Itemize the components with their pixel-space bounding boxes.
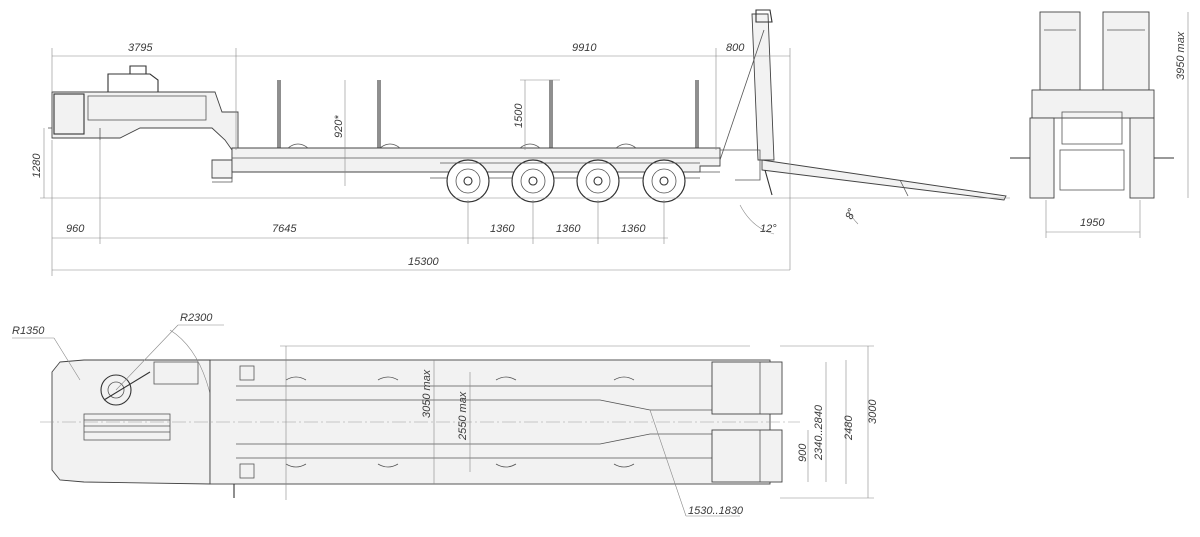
dim-3795: 3795	[128, 42, 153, 54]
dim-2480: 2480	[843, 415, 855, 441]
side-view-dimensions: 3795 9910 800 1280 920* 1500 960 7645 13…	[31, 42, 1010, 276]
gooseneck	[48, 65, 239, 179]
rear-ramp	[719, 9, 1007, 201]
dim-r1350: R1350	[12, 325, 45, 337]
dim-1360-c: 1360	[621, 223, 646, 235]
dim-3050-max: 3050 max	[421, 369, 433, 418]
axle-group	[440, 159, 700, 203]
dim-r2300: R2300	[180, 312, 213, 324]
side-view: 3795 9910 800 1280 920* 1500 960 7645 13…	[31, 9, 1010, 276]
top-view-dimensions: R1350 R2300 3050 max 2550 max 900 2340..…	[12, 312, 879, 517]
dim-2340-2840: 2340..2840	[813, 404, 825, 461]
deck-fittings	[239, 365, 635, 479]
dim-15300: 15300	[408, 256, 439, 268]
dim-3000: 3000	[867, 399, 879, 424]
dim-1280: 1280	[31, 153, 43, 178]
rear-view-dimensions: 3950 max 1950	[1045, 12, 1189, 238]
dim-800: 800	[726, 42, 745, 54]
dim-1950: 1950	[1080, 217, 1105, 229]
dim-1360-b: 1360	[556, 223, 581, 235]
dim-900: 900	[797, 443, 809, 462]
dim-1530-1830: 1530..1830	[688, 505, 744, 517]
dim-3950-max: 3950 max	[1175, 31, 1187, 80]
dim-1500: 1500	[513, 103, 525, 128]
dim-angle-8: 8°	[844, 206, 859, 221]
rear-view: 3950 max 1950	[1010, 11, 1189, 238]
dim-9910: 9910	[572, 42, 597, 54]
dim-angle-12: 12°	[760, 223, 777, 235]
dim-1360-a: 1360	[490, 223, 515, 235]
dim-920: 920*	[333, 115, 345, 138]
top-view: R1350 R2300 3050 max 2550 max 900 2340..…	[12, 312, 879, 517]
dim-7645: 7645	[272, 223, 297, 235]
dim-960: 960	[66, 223, 85, 235]
dim-2550-max: 2550 max	[457, 391, 469, 441]
